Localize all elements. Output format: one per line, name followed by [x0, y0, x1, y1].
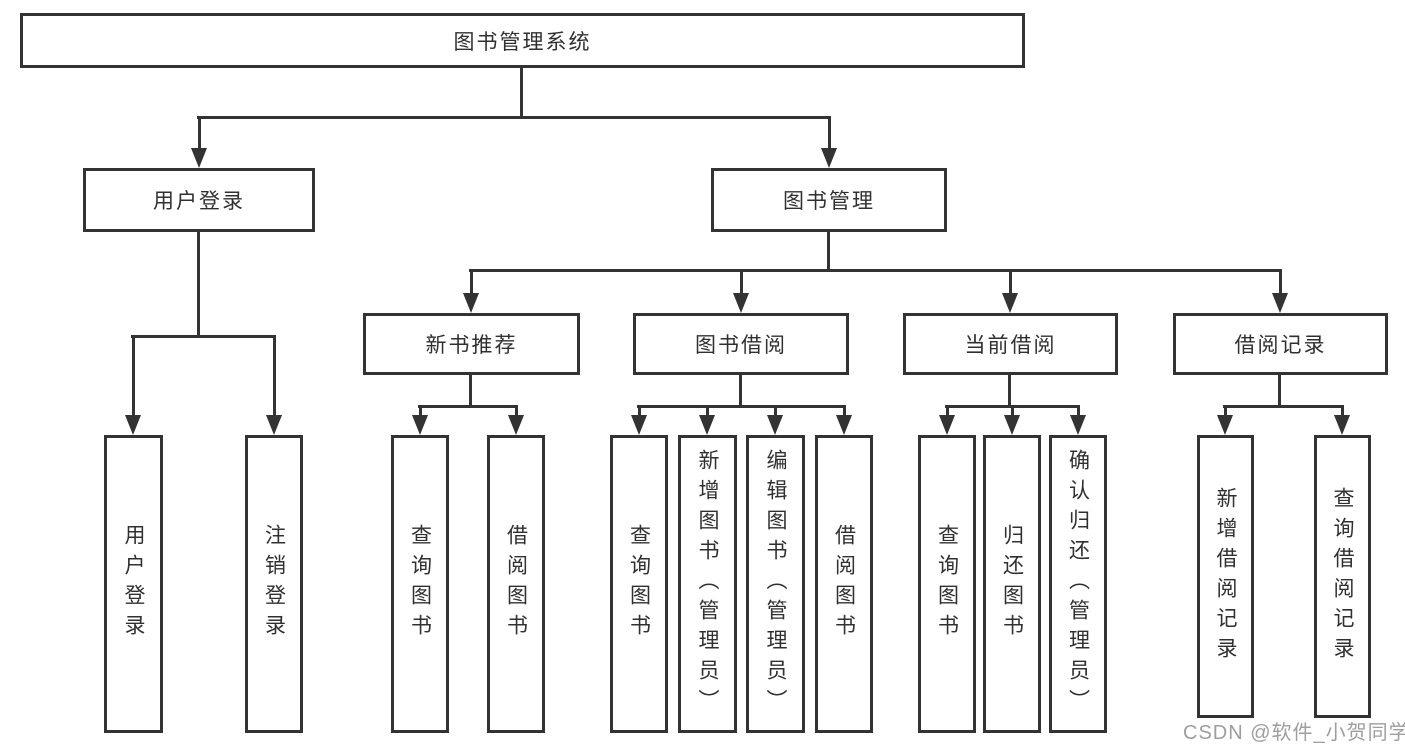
arrow-down-icon [1272, 269, 1288, 313]
arrow-down-icon [836, 405, 852, 435]
arrow-down-icon [767, 405, 783, 435]
connector-line [197, 232, 200, 338]
book-management-label: 图书管理 [783, 190, 875, 213]
connector-line [197, 116, 830, 119]
leaf-borrow-books-1-box: 借阅图书 [487, 435, 545, 733]
arrow-down-icon [508, 405, 524, 435]
leaf-query-books-1-label: 查询图书 [408, 524, 432, 644]
leaf-return-book-label: 归还图书 [1000, 524, 1024, 644]
leaf-return-book-box: 归还图书 [983, 435, 1041, 733]
new-book-recommend-label: 新书推荐 [425, 334, 518, 357]
leaf-logout-box: 注销登录 [245, 435, 303, 733]
arrow-down-icon [125, 335, 141, 435]
leaf-query-borrow-record-box: 查询借阅记录 [1314, 435, 1371, 718]
leaf-borrow-books-1-label: 借阅图书 [504, 524, 528, 644]
user-login-box: 用户登录 [83, 168, 315, 232]
arrow-down-icon [1004, 405, 1020, 435]
leaf-query-books-3-label: 查询图书 [935, 524, 959, 644]
leaf-query-books-3-box: 查询图书 [918, 435, 976, 733]
connector-line [1008, 375, 1011, 408]
arrow-down-icon [412, 405, 428, 435]
connector-line [469, 375, 472, 408]
borrow-record-box: 借阅记录 [1173, 313, 1388, 375]
arrow-down-icon [733, 269, 749, 313]
book-management-box: 图书管理 [711, 168, 947, 232]
connector-line [637, 405, 846, 408]
arrow-down-icon [463, 269, 479, 313]
user-login-label: 用户登录 [153, 190, 245, 213]
leaf-add-borrow-record-box: 新增借阅记录 [1197, 435, 1254, 718]
leaf-edit-book-admin-box: 编辑图书（管理员） [746, 435, 805, 733]
arrow-down-icon [699, 405, 715, 435]
book-borrow-label: 图书借阅 [695, 334, 787, 357]
arrow-down-icon [266, 335, 282, 435]
arrow-down-icon [939, 405, 955, 435]
leaf-user-login-label: 用户登录 [122, 524, 146, 644]
connector-line [1278, 375, 1281, 408]
book-borrow-box: 图书借阅 [633, 313, 849, 375]
arrow-down-icon [821, 116, 837, 168]
leaf-confirm-return-admin-box: 确认归还（管理员） [1049, 435, 1107, 733]
leaf-edit-book-admin-label: 编辑图书（管理员） [764, 449, 788, 719]
new-book-recommend-box: 新书推荐 [363, 313, 580, 375]
leaf-query-books-1-box: 查询图书 [391, 435, 449, 733]
arrow-down-icon [1002, 269, 1018, 313]
current-borrow-label: 当前借阅 [964, 334, 1057, 357]
current-borrow-box: 当前借阅 [903, 313, 1118, 375]
connector-line [739, 375, 742, 408]
leaf-add-book-admin-label: 新增图书（管理员） [696, 449, 720, 719]
connector-line [827, 232, 830, 272]
leaf-query-borrow-record-label: 查询借阅记录 [1331, 486, 1355, 667]
leaf-borrow-books-2-box: 借阅图书 [815, 435, 873, 733]
connector-line [1223, 405, 1344, 408]
leaf-query-books-2-box: 查询图书 [610, 435, 668, 733]
borrow-record-label: 借阅记录 [1234, 334, 1327, 357]
arrow-down-icon [1070, 405, 1086, 435]
leaf-confirm-return-admin-label: 确认归还（管理员） [1066, 449, 1090, 719]
leaf-query-books-2-label: 查询图书 [627, 524, 651, 644]
leaf-user-login-box: 用户登录 [104, 435, 163, 733]
system-root-label: 图书管理系统 [453, 30, 592, 54]
leaf-logout-label: 注销登录 [262, 524, 286, 644]
system-root-box: 图书管理系统 [20, 13, 1025, 68]
arrow-down-icon [1217, 405, 1233, 435]
arrow-down-icon [1334, 405, 1350, 435]
leaf-add-borrow-record-label: 新增借阅记录 [1214, 486, 1238, 667]
leaf-borrow-books-2-label: 借阅图书 [832, 524, 856, 644]
leaf-add-book-admin-box: 新增图书（管理员） [678, 435, 737, 733]
connector-line [469, 269, 1282, 272]
connector-line [131, 335, 276, 338]
watermark: CSDN @软件_小贺同学 [1183, 722, 1405, 744]
connector-line [418, 405, 518, 408]
arrow-down-icon [631, 405, 647, 435]
arrow-down-icon [191, 116, 207, 168]
connector-line [520, 68, 523, 119]
